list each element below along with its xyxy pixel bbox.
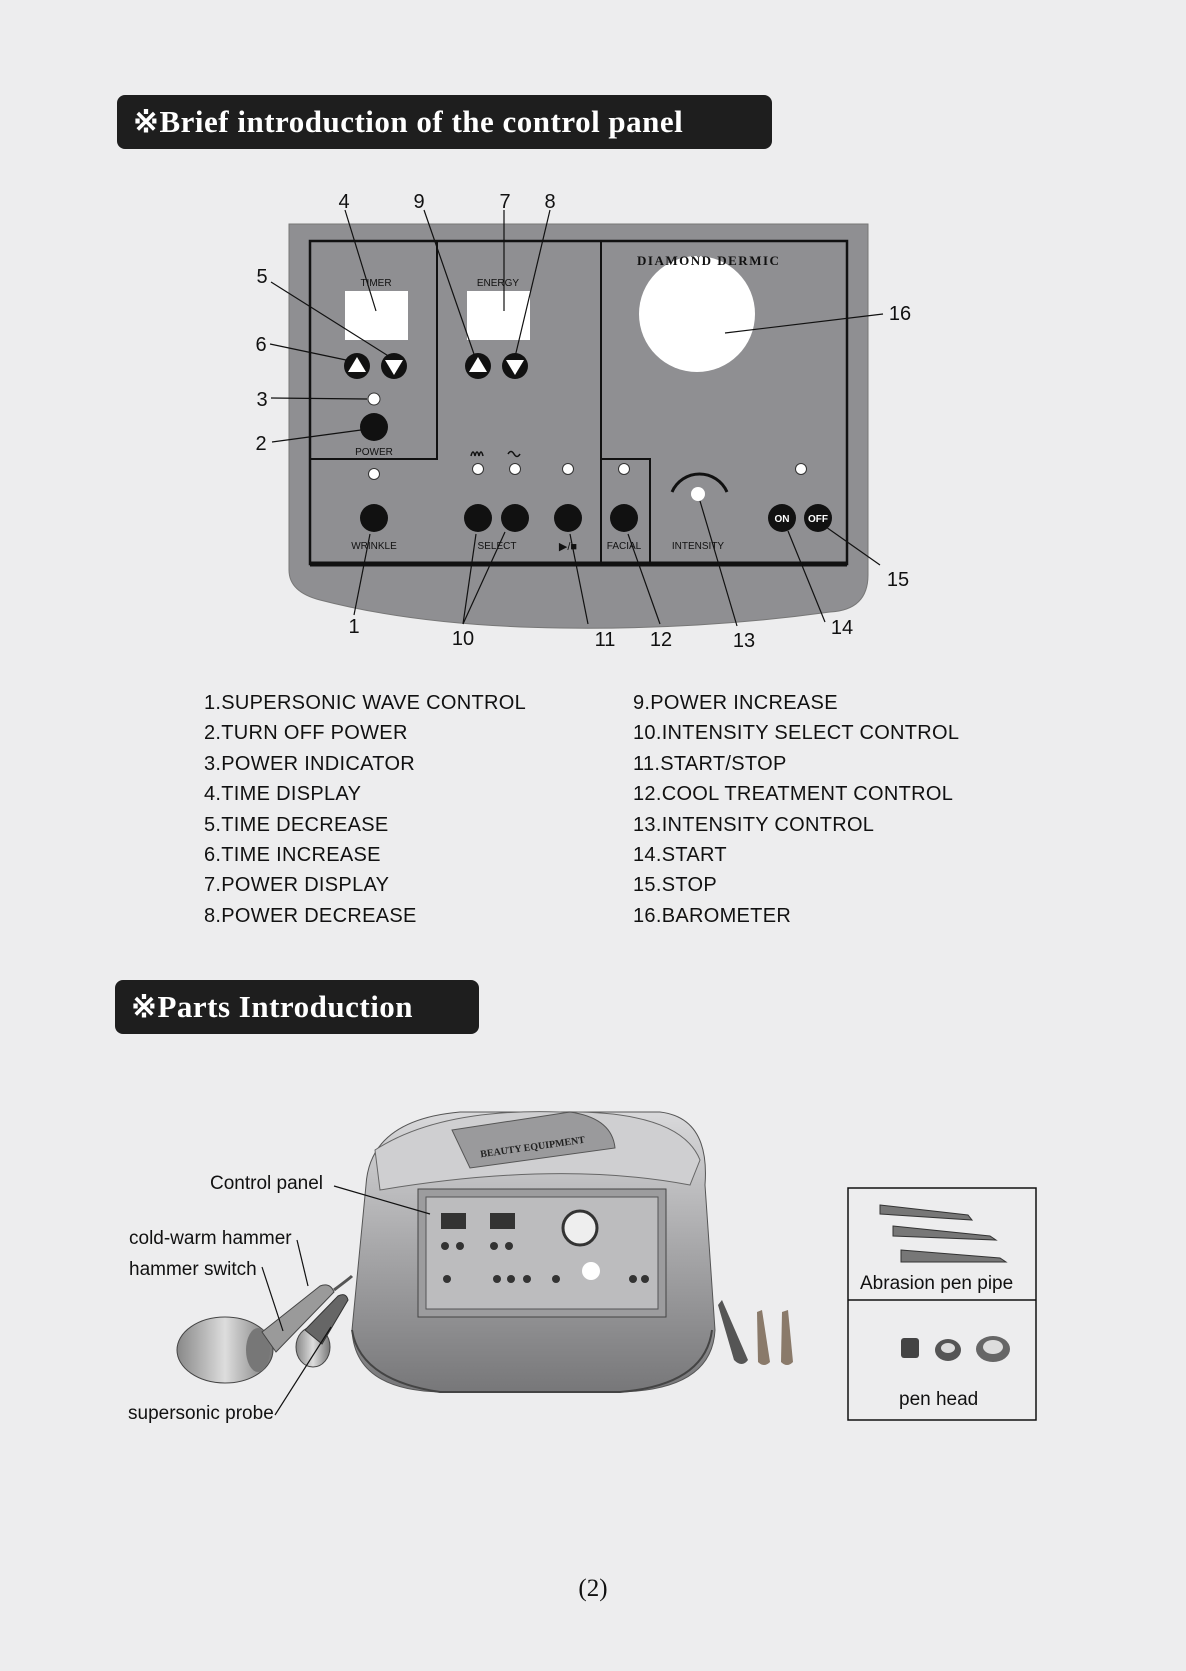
energy-display <box>467 291 530 340</box>
supersonic-probe-handle <box>304 1294 349 1345</box>
timer-label: TIMER <box>360 278 391 289</box>
callout-3: 3 <box>256 389 267 411</box>
callout-4: 4 <box>338 191 349 213</box>
legend-item: 4.TIME DISPLAY <box>204 783 362 806</box>
wrinkle-label: WRINKLE <box>351 541 397 552</box>
callout-16: 16 <box>889 303 911 325</box>
cold-warm-hammer-head <box>176 1316 274 1384</box>
legend-item: 16.BAROMETER <box>633 904 792 927</box>
power-button <box>360 413 388 441</box>
callout-12: 12 <box>650 629 672 651</box>
supersonic-probe-label: supersonic probe <box>128 1403 274 1424</box>
callout-14: 14 <box>831 617 853 639</box>
legend-right: 9.POWER INCREASE 10.INTENSITY SELECT CON… <box>633 688 959 931</box>
pen-heads <box>901 1336 1010 1362</box>
start-stop-button <box>554 504 582 532</box>
legend-item: 6.TIME INCREASE <box>204 844 381 867</box>
select-button-2 <box>501 504 529 532</box>
power-indicator <box>367 392 381 406</box>
energy-label: ENERGY <box>477 278 520 289</box>
callout-13: 13 <box>733 630 755 652</box>
time-increase-button <box>344 353 370 379</box>
legend-item: 11.START/STOP <box>633 752 787 775</box>
legend-item: 9.POWER INCREASE <box>633 692 838 714</box>
callout-10: 10 <box>452 628 474 650</box>
intensity-label: INTENSITY <box>672 541 725 552</box>
wrinkle-button <box>360 504 388 532</box>
sine-wave-icon <box>507 450 521 458</box>
machine-badge <box>451 1111 616 1169</box>
time-decrease-button <box>381 353 407 379</box>
abrasion-pen-pipe-label: Abrasion pen pipe <box>860 1273 1014 1294</box>
callout-7: 7 <box>499 191 510 213</box>
legend-item: 3.POWER INDICATOR <box>204 752 416 775</box>
select-label: SELECT <box>478 541 517 552</box>
legend-item: 12.COOL TREATMENT CONTROL <box>633 783 954 806</box>
legend-item: 7.POWER DISPLAY <box>204 874 390 897</box>
parts-heading: ※Parts Introduction <box>115 980 479 1034</box>
callout-6: 6 <box>255 334 266 356</box>
callout-1: 1 <box>348 616 359 638</box>
facial-button <box>610 504 638 532</box>
select-indicator-2 <box>509 463 521 475</box>
callout-5: 5 <box>256 266 267 288</box>
accessories-box <box>847 1187 1037 1421</box>
power-increase-button <box>465 353 491 379</box>
off-button <box>804 504 832 532</box>
cold-warm-hammer-handle <box>261 1284 335 1353</box>
legend-item: 13.INTENSITY CONTROL <box>633 813 875 836</box>
on-off-indicator <box>795 463 807 475</box>
legend-item: 5.TIME DECREASE <box>204 813 389 836</box>
machine-gauge <box>561 1209 599 1247</box>
select-button-1 <box>464 504 492 532</box>
pulse-wave-icon <box>470 451 484 457</box>
control-panel-part-label: Control panel <box>210 1173 324 1194</box>
callout-8: 8 <box>544 191 555 213</box>
legend-item: 14.START <box>633 844 727 867</box>
callout-11: 11 <box>595 629 616 651</box>
select-indicator-1 <box>472 463 484 475</box>
power-label: POWER <box>355 447 393 458</box>
page-number: (2) <box>578 1575 608 1602</box>
leader-lines <box>269 209 884 627</box>
hammer-switch-label: hammer switch <box>129 1259 257 1280</box>
facial-indicator <box>618 463 630 475</box>
barometer <box>639 256 755 372</box>
callout-9: 9 <box>413 191 424 213</box>
wrinkle-indicator <box>368 468 380 480</box>
brand-label: DIAMOND DERMIC <box>637 253 780 268</box>
on-button <box>768 504 796 532</box>
intensity-knob <box>691 487 705 501</box>
legend-item: 15.STOP <box>633 874 717 897</box>
on-label: ON <box>775 514 790 525</box>
start-stop-indicator <box>562 463 574 475</box>
abrasion-pen-pipes <box>879 1204 1008 1263</box>
callout-2: 2 <box>255 433 266 455</box>
power-decrease-button <box>502 353 528 379</box>
facial-label: FACIAL <box>607 541 642 552</box>
control-panel-heading: ※Brief introduction of the control panel <box>117 95 772 149</box>
legend-item: 8.POWER DECREASE <box>204 904 417 927</box>
off-label: OFF <box>808 514 828 525</box>
legend-left: 1.SUPERSONIC WAVE CONTROL 2.TURN OFF POW… <box>204 688 526 931</box>
callout-15: 15 <box>887 569 909 591</box>
intensity-arc <box>670 472 729 493</box>
cold-warm-hammer-label: cold-warm hammer <box>129 1228 292 1249</box>
pen-head-label: pen head <box>899 1389 979 1410</box>
legend-item: 10.INTENSITY SELECT CONTROL <box>633 722 960 745</box>
legend-item: 2.TURN OFF POWER <box>204 722 408 745</box>
timer-display <box>345 291 408 340</box>
legend-item: 1.SUPERSONIC WAVE CONTROL <box>204 692 526 714</box>
